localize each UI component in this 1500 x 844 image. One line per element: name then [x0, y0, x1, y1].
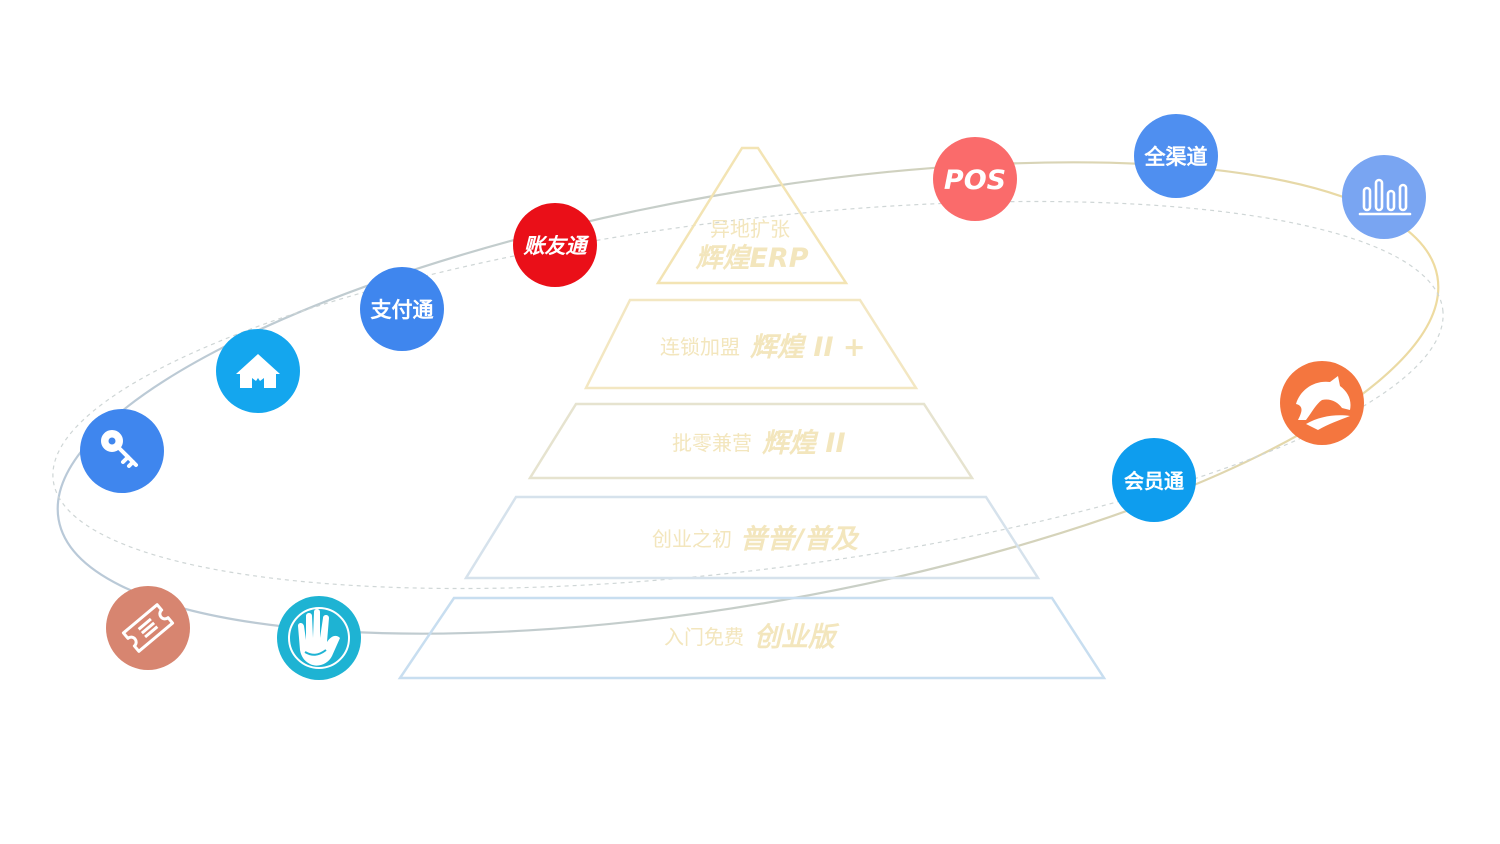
pyramid-tier-shape: [463, 495, 1041, 580]
horse-circle: [1280, 361, 1364, 445]
all-channels-circle: [1134, 114, 1218, 198]
pyramid-tier-5: 入门免费 创业版: [397, 596, 1107, 680]
huiyuantong-label: 会员通: [1124, 469, 1184, 493]
horse-icon: [1296, 376, 1351, 430]
orbit-nodes: POS 全渠道: [80, 114, 1426, 680]
tier-name: 辉煌 II: [762, 428, 846, 459]
horse-node[interactable]: [1280, 361, 1364, 445]
tier-label: 连锁加盟: [660, 335, 740, 359]
tier-label: 入门免费: [664, 625, 744, 649]
tier-name: 普普/普及: [740, 524, 860, 555]
hand-icon: [288, 607, 350, 669]
zhifutong-label: 支付通: [371, 298, 434, 322]
tier-name: 辉煌ERP: [695, 243, 808, 274]
tier-name: 创业版: [754, 622, 840, 653]
tier-label: 创业之初: [652, 527, 732, 551]
tier-label: 批零兼营: [672, 431, 752, 455]
zhangyoutong-circle: [513, 203, 597, 287]
bar-chart-circle: [1342, 155, 1426, 239]
tier-label: 异地扩张: [710, 217, 790, 241]
pos-label: POS: [944, 165, 1006, 196]
tier-text-row: 连锁加盟 辉煌 II +: [660, 332, 866, 363]
orbit-inner-dashed: [52, 200, 1444, 590]
tier-name: 辉煌 II +: [750, 332, 866, 363]
zhangyoutong-label: 账友通: [523, 234, 590, 258]
hand-node[interactable]: [277, 596, 361, 680]
pyramid-tier-1: 异地扩张 辉煌ERP: [655, 146, 849, 285]
huiyuantong-circle: [1112, 438, 1196, 522]
pos-circle: [933, 137, 1017, 221]
pos-node[interactable]: POS: [933, 137, 1017, 221]
pyramid: 异地扩张 辉煌ERP 连锁加盟 辉煌 II + 批零兼营 辉煌 II 创业之初 …: [397, 146, 1107, 680]
all-channels-node[interactable]: 全渠道: [1134, 114, 1218, 198]
pyramid-tier-shape: [397, 596, 1107, 680]
zhifutong-node[interactable]: 支付通: [360, 267, 444, 351]
home-icon: [236, 354, 280, 388]
ticket-icon: [121, 603, 175, 653]
pyramid-tier-shape: [527, 402, 975, 480]
ticket-node[interactable]: [106, 586, 190, 670]
home-node[interactable]: [216, 329, 300, 413]
pyramid-tier-2: 连锁加盟 辉煌 II +: [583, 298, 919, 390]
bar-chart-icon: [1358, 178, 1412, 216]
pyramid-tier-3: 批零兼营 辉煌 II: [527, 402, 975, 480]
all-channels-label: 全渠道: [1144, 145, 1208, 169]
zhifutong-circle: [360, 267, 444, 351]
pyramid-tier-shape: [583, 298, 919, 390]
zhangyoutong-node[interactable]: 账友通: [513, 203, 597, 287]
key-icon: [101, 430, 138, 468]
huiyuantong-node[interactable]: 会员通: [1112, 438, 1196, 522]
bar-chart-node[interactable]: [1342, 155, 1426, 239]
pyramid-tier-shape: [655, 146, 849, 285]
pyramid-tier-4: 创业之初 普普/普及: [463, 495, 1041, 580]
key-node[interactable]: [80, 409, 164, 493]
